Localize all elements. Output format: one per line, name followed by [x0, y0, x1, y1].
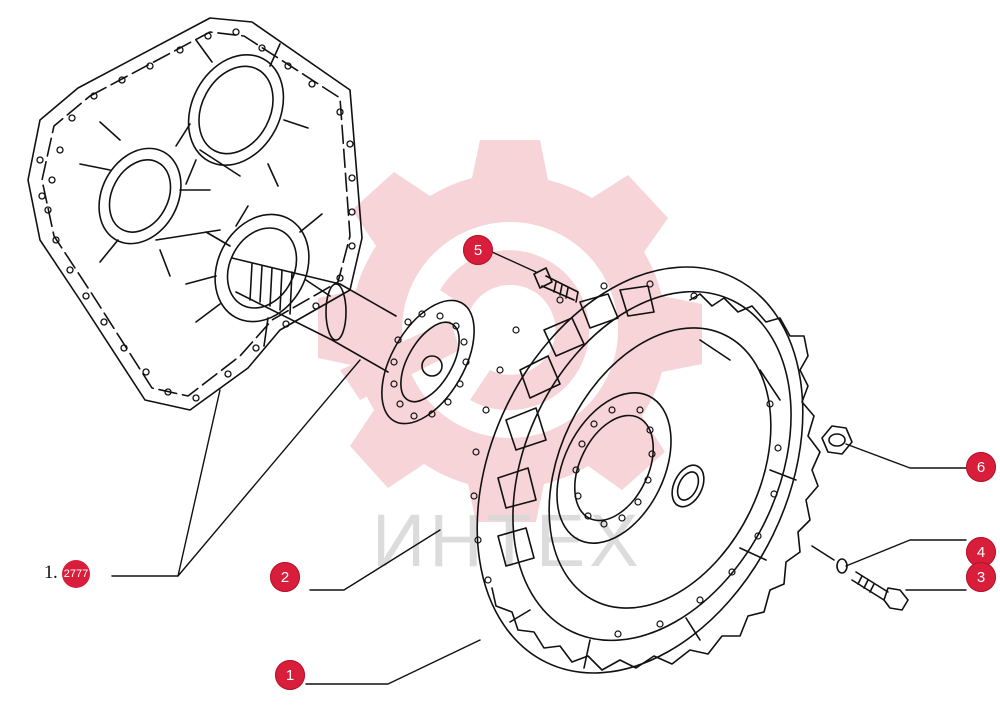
reference-prefix: 1.: [44, 562, 58, 583]
sprocket-wheel: [470, 266, 821, 674]
drive-shaft: [231, 257, 397, 373]
watermark-text: ИНТЕХ: [372, 499, 643, 582]
callout-1[interactable]: 1: [275, 660, 305, 690]
bolt-5: [533, 267, 579, 303]
leader-lines: [111, 251, 967, 685]
bolt-3: [851, 571, 909, 611]
washer-4: [811, 545, 848, 574]
reference-badge[interactable]: 2777: [62, 560, 90, 588]
gearbox-housing-plate: [27, 17, 363, 411]
callout-6[interactable]: 6: [966, 452, 996, 482]
callout-2[interactable]: 2: [270, 562, 300, 592]
callout-3[interactable]: 3: [966, 562, 996, 592]
hub-flange: [381, 299, 475, 425]
nut-6: [821, 425, 853, 455]
callout-5[interactable]: 5: [463, 235, 493, 265]
